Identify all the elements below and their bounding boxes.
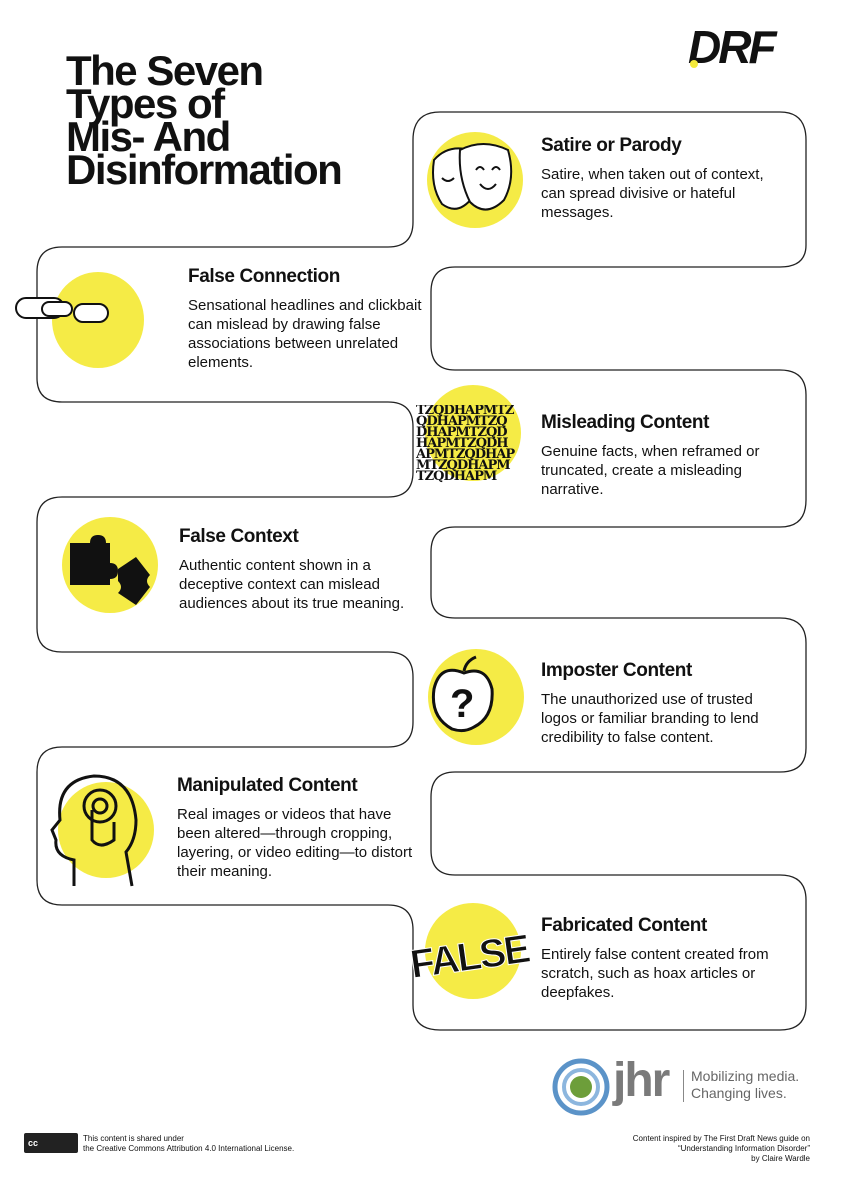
credit-text: Content inspired by The First Draft News… bbox=[632, 1134, 810, 1163]
card-body: Sensational headlines and clickbait can … bbox=[188, 297, 422, 371]
card-body: Entirely false content created from scra… bbox=[541, 946, 769, 1001]
license-text: This content is shared under the Creativ… bbox=[83, 1134, 295, 1153]
drf-logo-dot bbox=[690, 60, 698, 68]
card-title: False Connection bbox=[188, 266, 340, 287]
card-manipulated-content: Manipulated Content Real images or video… bbox=[177, 775, 422, 881]
drf-logo: DRF bbox=[688, 21, 777, 73]
card-title: Satire or Parody bbox=[541, 135, 682, 156]
question-apple-icon: ? bbox=[431, 655, 494, 733]
jhr-divider bbox=[683, 1070, 684, 1102]
card-title: Imposter Content bbox=[541, 660, 692, 681]
jhr-logo: jhr bbox=[613, 1054, 670, 1107]
cc-by-badge[interactable]: cc bbox=[24, 1133, 78, 1153]
card-fabricated-content: Fabricated Content Entirely false conten… bbox=[541, 915, 791, 1002]
card-false-connection: False Connection Sensational headlines a… bbox=[188, 266, 433, 372]
card-title: Fabricated Content bbox=[541, 915, 707, 936]
card-imposter-content: Imposter Content The unauthorized use of… bbox=[541, 660, 791, 747]
svg-text:?: ? bbox=[450, 682, 474, 726]
card-body: Genuine facts, when reframed or truncate… bbox=[541, 443, 760, 498]
card-body: Authentic content shown in a deceptive c… bbox=[179, 557, 405, 612]
card-satire-or-parody: Satire or Parody Satire, when taken out … bbox=[541, 135, 791, 222]
head-touch-icon bbox=[50, 774, 138, 887]
page-title: The Seven Types of Mis- And Disinformati… bbox=[66, 47, 343, 193]
card-misleading-content: Misleading Content Genuine facts, when r… bbox=[541, 412, 791, 499]
card-body: The unauthorized use of trusted logos or… bbox=[541, 691, 759, 746]
card-body: Satire, when taken out of context, can s… bbox=[541, 166, 764, 221]
puzzle-icon bbox=[70, 535, 150, 605]
jumbled-letters-icon: TZQDHAPMTZQDHAPMTZQDHAPMTZQDHAPMTZQDHAPM… bbox=[416, 405, 515, 484]
card-title: False Context bbox=[179, 526, 299, 547]
jhr-globe-icon bbox=[552, 1058, 610, 1116]
jhr-tagline: Mobilizing media. Changing lives. bbox=[691, 1068, 800, 1101]
card-title: Manipulated Content bbox=[177, 775, 358, 796]
broken-chain-icon bbox=[15, 297, 109, 323]
theater-masks-icon bbox=[432, 143, 513, 211]
card-body: Real images or videos that have been alt… bbox=[177, 806, 413, 880]
highlight-blob bbox=[425, 903, 521, 999]
card-false-context: False Context Authentic content shown in… bbox=[179, 526, 414, 613]
card-title: Misleading Content bbox=[541, 412, 710, 433]
highlight-blob bbox=[425, 385, 521, 481]
